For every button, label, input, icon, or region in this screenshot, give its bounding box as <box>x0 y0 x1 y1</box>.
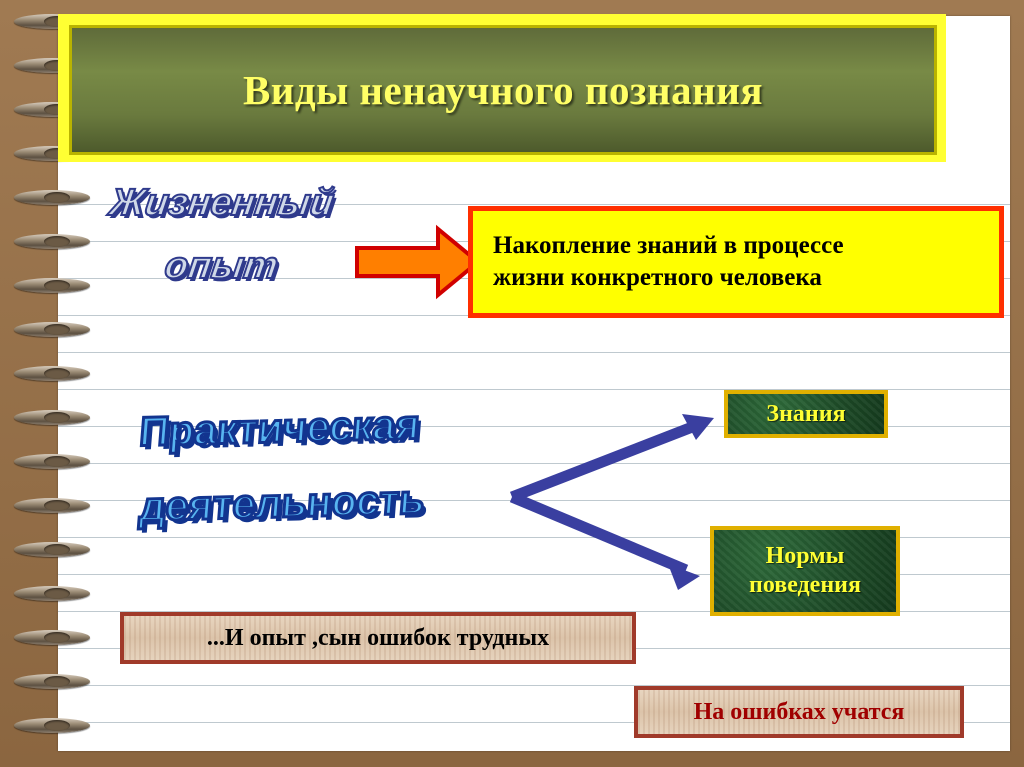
spiral-ring <box>14 278 90 295</box>
page-rule-line <box>58 352 1010 353</box>
outcome-knowledge-box: Знания <box>724 390 888 438</box>
spiral-hole <box>44 544 70 555</box>
spiral-ring <box>14 410 90 427</box>
quote-box-1: ...И опыт ,сын ошибок трудных <box>120 612 636 664</box>
spiral-hole <box>44 720 70 731</box>
page-rule-line <box>58 389 1010 390</box>
spiral-hole <box>44 236 70 247</box>
spiral-hole <box>44 632 70 643</box>
spiral-hole <box>44 60 70 71</box>
spiral-ring <box>14 454 90 471</box>
spiral-hole <box>44 192 70 203</box>
quote-2-text: На ошибках учатся <box>693 698 905 725</box>
spiral-hole <box>44 676 70 687</box>
spiral-ring <box>14 498 90 515</box>
spiral-hole <box>44 16 70 27</box>
page-rule-line <box>58 722 1010 723</box>
spiral-hole <box>44 500 70 511</box>
quote-1-text: ...И опыт ,сын ошибок трудных <box>206 624 550 651</box>
page-rule-line <box>58 204 1010 205</box>
spiral-hole <box>44 148 70 159</box>
spiral-ring <box>14 234 90 251</box>
spiral-ring <box>14 718 90 735</box>
page-title: Виды ненаучного познания <box>242 67 764 113</box>
spiral-ring <box>14 630 90 647</box>
spiral-ring <box>14 674 90 691</box>
title-banner: Виды ненаучного познания <box>58 14 946 162</box>
spiral-ring <box>14 322 90 339</box>
heading-practical-activity-line2: деятельность <box>136 475 428 531</box>
title-banner-inner: Виды ненаучного познания <box>69 25 937 155</box>
spiral-hole <box>44 368 70 379</box>
outcome-norms-label: Нормы поведения <box>749 542 861 600</box>
spiral-hole <box>44 280 70 291</box>
page-rule-line <box>58 611 1010 612</box>
page-rule-line <box>58 685 1010 686</box>
heading-life-experience-line2: опыт <box>161 244 282 288</box>
spiral-ring <box>14 366 90 383</box>
outcome-norms-line2: поведения <box>749 572 861 598</box>
outcome-knowledge-label: Знания <box>766 400 846 427</box>
accumulation-box: Накопление знаний в процессе жизни конкр… <box>468 206 1004 318</box>
spiral-hole <box>44 324 70 335</box>
heading-practical-activity-line1: Практическая <box>136 400 423 456</box>
spiral-ring <box>14 586 90 603</box>
accumulation-text-line2: жизни конкретного человека <box>493 264 822 291</box>
spiral-hole <box>44 588 70 599</box>
spiral-ring <box>14 190 90 207</box>
quote-box-2: На ошибках учатся <box>634 686 964 738</box>
spiral-hole <box>44 456 70 467</box>
accumulation-text-line1: Накопление знаний в процессе <box>493 232 844 259</box>
page-rule-line <box>58 463 1010 464</box>
spiral-hole <box>44 412 70 423</box>
spiral-ring <box>14 542 90 559</box>
outcome-norms-box: Нормы поведения <box>710 526 900 616</box>
spiral-hole <box>44 104 70 115</box>
heading-life-experience-line1: Жизненный <box>106 181 337 225</box>
outcome-norms-line1: Нормы <box>765 543 845 570</box>
